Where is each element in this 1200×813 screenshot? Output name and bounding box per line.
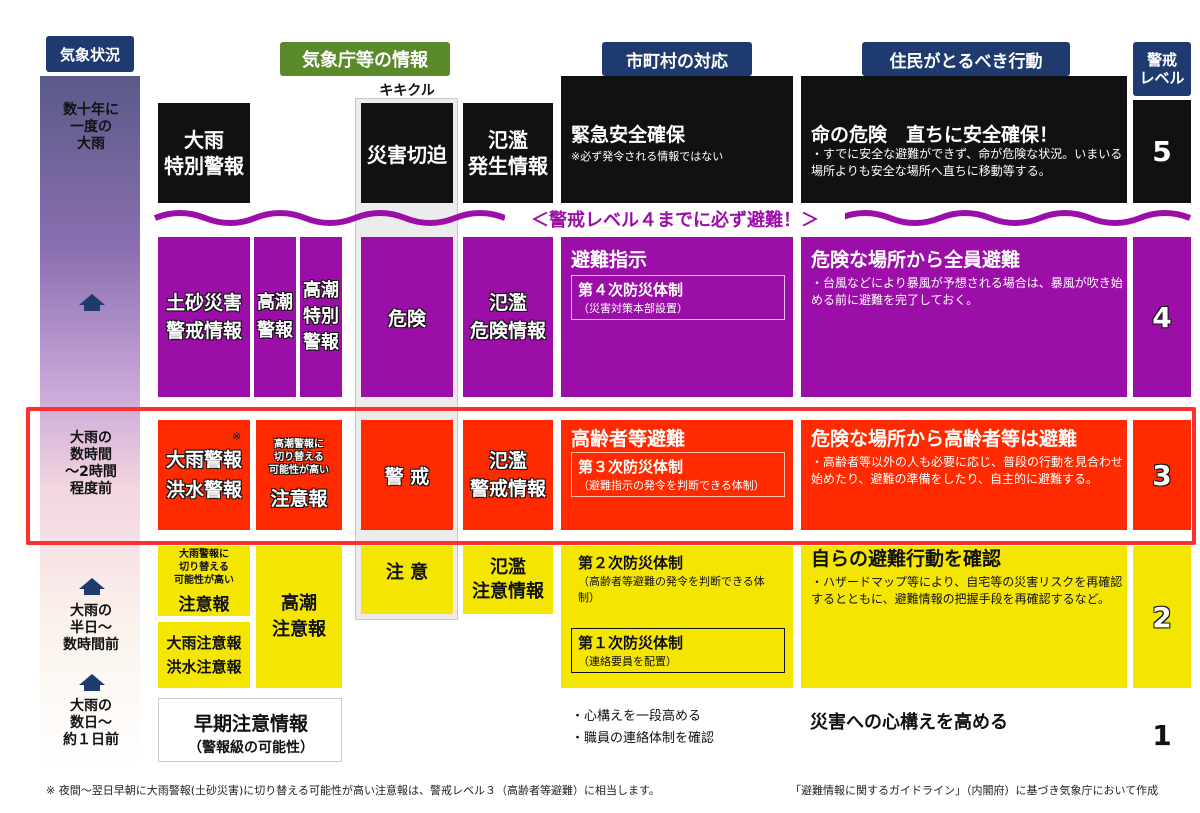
elderly-evacuation-title: 高齢者等避難 [571, 428, 686, 450]
storm-surge-warning: 高潮 警報 [254, 237, 296, 397]
municipal-level5: 緊急安全確保 ※必ず発令される情報ではない [561, 76, 793, 203]
disaster-system-2: 第２次防災体制 （高齢者等避難の発令を判断できる体制） [571, 548, 785, 609]
header-weather: 気象状況 [46, 36, 134, 72]
disaster-system-1: 第１次防災体制 （連絡要員を配置） [571, 628, 785, 673]
weather-label-level1: 大雨の 数日～ 約１日前 [63, 698, 119, 748]
flood-caution-info: 氾濫 注意情報 [463, 546, 553, 614]
resident-level2-desc: ・ハザードマップ等により、自宅等の災害リスクを再確認するとともに、避難情報の把握… [811, 575, 1123, 606]
header-municipal: 市町村の対応 [602, 42, 752, 76]
disaster-system-4: 第４次防災体制 （災害対策本部設置） [571, 275, 785, 320]
resident-level4-title: 危険な場所から全員避難 [811, 249, 1021, 271]
heavy-rain-advisory-l3-possible: 大雨警報に 切り替える 可能性が高い 注意報 [158, 546, 250, 616]
wave-divider [153, 210, 1192, 226]
disaster-system-3: 第３次防災体制 （避難指示の発令を判断できる体制） [571, 452, 785, 497]
resident-level3-title: 危険な場所から高齢者等は避難 [811, 428, 1078, 450]
up-arrow-stem [84, 589, 100, 595]
heavy-rain-special-warning: 大雨 特別警報 [158, 103, 250, 203]
system-1-title: 第１次防災体制 [578, 634, 684, 652]
landslide-alert-info: 土砂災害 警戒情報 [158, 237, 250, 397]
level-5-badge: 5 [1133, 100, 1191, 203]
up-arrow-stem [84, 685, 100, 691]
system-4-sub: （災害対策本部設置） [578, 302, 688, 315]
resident-level2: 自らの避難行動を確認 ・ハザードマップ等により、自宅等の災害リスクを再確認すると… [801, 546, 1127, 688]
system-2-title: 第２次防災体制 [578, 554, 684, 572]
storm-surge-advisory-l3: 高潮警報に 切り替える 可能性が高い 注意報 [256, 420, 342, 530]
emergency-safety-note: ※必ず発令される情報ではない [571, 150, 724, 163]
early-warning-sub: （警報級の可能性） [188, 740, 314, 756]
header-kikikuru: キキクル [379, 83, 435, 99]
asterisk-mark: ※ [232, 430, 242, 443]
up-arrow-icon [79, 294, 105, 305]
header-jma: 気象庁等の情報 [280, 42, 450, 76]
up-arrow-stem [84, 305, 100, 311]
flood-alert-info: 氾濫 警戒情報 [463, 420, 553, 530]
resident-level5-desc: ・すでに安全な避難ができず、命が危険な状況。いまいる場所よりも安全な場所へ直ちに… [811, 147, 1123, 178]
storm-surge-special-warning: 高潮 特別 警報 [300, 237, 342, 397]
storm-surge-advisory-l3-main: 注意報 [270, 488, 328, 510]
kikikuru-alert: 警 戒 [361, 420, 453, 530]
kikikuru-danger: 危険 [361, 237, 453, 397]
storm-surge-advisory: 高潮 注意報 [256, 546, 342, 688]
level-1-badge: 1 [1152, 718, 1172, 752]
system-2-sub: （高齢者等避難の発令を判断できる体制） [578, 575, 765, 604]
header-resident: 住民がとるべき行動 [862, 42, 1070, 76]
resident-level5: 命の危険 直ちに安全確保！ ・すでに安全な避難ができず、命が危険な状況。いまいる… [801, 76, 1127, 203]
heavy-rain-flood-advisory: 大雨注意報 洪水注意報 [158, 622, 250, 688]
up-arrow-icon [79, 578, 105, 589]
heavy-rain-flood-warning: 大雨警報 洪水警報 [158, 420, 250, 530]
weather-label-level2: 大雨の 半日～ 数時間前 [63, 603, 119, 653]
municipal-level1-b2: ・職員の連絡体制を確認 [571, 731, 715, 746]
footnote: ※ 夜間～翌日早朝に大雨警報(土砂災害)に切り替える可能性が高い注意報は、警戒レ… [46, 784, 660, 797]
weather-label-level3: 大雨の 数時間 ～2時間 程度前 [65, 430, 117, 497]
emergency-safety-title: 緊急安全確保 [571, 124, 686, 146]
resident-level1-title: 災害への心構えを高める [810, 712, 1008, 733]
kikikuru-caution: 注 意 [361, 546, 453, 614]
municipal-level1-b1: ・心構えを一段高める [571, 709, 702, 724]
header-level: 警戒 レベル [1133, 42, 1191, 96]
level-3-badge: 3 [1133, 420, 1191, 530]
municipal-level3: 高齢者等避難 第３次防災体制 （避難指示の発令を判断できる体制） [561, 420, 793, 530]
evacuate-by-level4-banner: ＜警戒レベル４までに必ず避難！＞ [505, 206, 845, 232]
resident-level3-desc: ・高齢者等以外の人も必要に応じ、普段の行動を見合わせ始めたり、避難の準備をしたり… [811, 455, 1124, 486]
resident-level5-title: 命の危険 直ちに安全確保！ [811, 124, 1059, 146]
municipal-level4: 避難指示 第４次防災体制 （災害対策本部設置） [561, 237, 793, 397]
heavy-rain-advisory-main: 注意報 [178, 595, 230, 615]
kikikuru-imminent: 災害切迫 [361, 103, 453, 203]
storm-surge-advisory-l3-note: 高潮警報に 切り替える 可能性が高い [269, 439, 329, 476]
resident-level4: 危険な場所から全員避難 ・台風などにより暴風が予想される場合は、暴風が吹き始める… [801, 237, 1127, 397]
system-3-sub: （避難指示の発令を判断できる体制） [578, 479, 765, 492]
early-warning-title: 早期注意情報 [193, 713, 308, 735]
early-warning-info: 早期注意情報 （警報級の可能性） [158, 698, 342, 762]
level-2-badge: 2 [1133, 546, 1191, 688]
weather-label-level5: 数十年に 一度の 大雨 [63, 102, 119, 152]
source-note: 「避難情報に関するガイドライン」（内閣府）に基づき気象庁において作成 [790, 784, 1159, 797]
resident-level3: 危険な場所から高齢者等は避難 ・高齢者等以外の人も必要に応じ、普段の行動を見合わ… [801, 420, 1127, 530]
resident-level2-title: 自らの避難行動を確認 [811, 548, 1002, 570]
system-1-sub: （連絡要員を配置） [578, 655, 677, 668]
system-4-title: 第４次防災体制 [578, 281, 684, 299]
up-arrow-icon [79, 674, 105, 685]
weather-gradient-column [40, 76, 140, 766]
evacuation-order-title: 避難指示 [571, 249, 648, 271]
flood-danger-info: 氾濫 危険情報 [463, 237, 553, 397]
heavy-rain-advisory-note: 大雨警報に 切り替える 可能性が高い [174, 549, 234, 586]
level-4-badge: 4 [1133, 237, 1191, 397]
resident-level4-desc: ・台風などにより暴風が予想される場合は、暴風が吹き始める前に避難を完了しておく。 [811, 276, 1123, 307]
municipal-level2: 第２次防災体制 （高齢者等避難の発令を判断できる体制） 第１次防災体制 （連絡要… [561, 546, 793, 688]
flood-occurrence-info: 氾濫 発生情報 [463, 103, 553, 203]
level3-highlight-frame [26, 407, 1196, 545]
system-3-title: 第３次防災体制 [578, 458, 684, 476]
